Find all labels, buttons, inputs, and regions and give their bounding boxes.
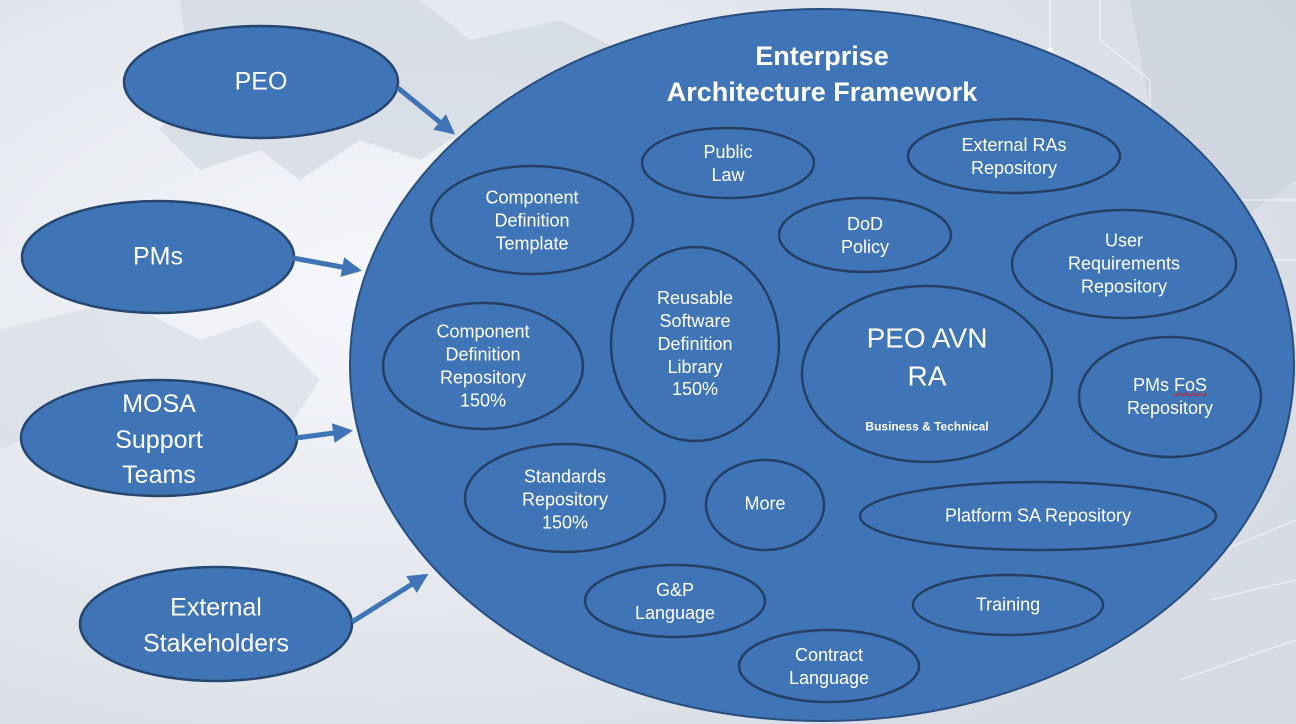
pms-fos-ellipse xyxy=(1077,335,1263,459)
training-ellipse xyxy=(911,573,1105,637)
arrow-peo xyxy=(396,86,456,135)
stakeholders-ellipse xyxy=(78,565,354,683)
component-template-ellipse xyxy=(429,164,635,276)
pms-fos-label: PMs FoS Repository xyxy=(1127,374,1213,420)
arrow-stakeholders xyxy=(350,573,429,625)
gp-language-ellipse xyxy=(583,563,767,639)
external-stakeholders-node: External Stakeholders xyxy=(143,593,289,658)
arrow-pms xyxy=(292,255,362,277)
external-ras-ellipse xyxy=(906,117,1122,195)
framework-ellipse xyxy=(349,8,1295,722)
peo-avn-ra-subtitle: Business & Technical xyxy=(865,419,989,434)
contract-language-label: Contract Language xyxy=(788,645,870,688)
platform-sa-ellipse xyxy=(858,480,1218,552)
component-repository-label: Component Definition Repository 150% xyxy=(436,321,530,410)
peo-avn-ra-label: PEO AVN RA Business & Technical xyxy=(865,296,988,457)
peo-ellipse xyxy=(122,24,400,140)
user-requirements-ellipse xyxy=(1010,208,1238,320)
map-landmass xyxy=(1130,0,1296,220)
pms-fos-word: FoS xyxy=(1173,375,1208,396)
arrow-mosa xyxy=(295,423,353,444)
reusable-software-label: Reusable Software Definition Library 150… xyxy=(656,287,734,400)
gp-language-label: G&P Language xyxy=(634,580,716,623)
training-label: Training xyxy=(975,594,1041,615)
public-law-ellipse xyxy=(640,126,816,200)
peo-avn-ra-ellipse xyxy=(800,284,1054,464)
more-ellipse xyxy=(704,458,826,552)
user-requirements-label: User Requirements Repository xyxy=(1067,230,1181,297)
component-template-label: Component Definition Template xyxy=(485,187,579,254)
public-law-label: Public Law xyxy=(703,142,753,185)
component-repository-ellipse xyxy=(381,301,585,431)
standards-label: Standards Repository 150% xyxy=(521,466,609,533)
dod-policy-label: DoD Policy xyxy=(840,214,890,257)
pms-fos-suffix: Repository xyxy=(1126,398,1214,418)
external-ras-label: External RAs Repository xyxy=(961,135,1067,178)
peo-avn-ra-title: PEO AVN RA xyxy=(866,322,988,391)
mosa-support-teams-node: MOSA Support Teams xyxy=(115,389,203,489)
standards-ellipse xyxy=(463,442,667,554)
platform-sa-label: Platform SA Repository xyxy=(944,505,1132,526)
peo-node: PEO xyxy=(234,67,288,96)
pms-fos-prefix: PMs xyxy=(1132,375,1174,396)
pms-node: PMs xyxy=(133,242,183,271)
more-label: More xyxy=(744,493,786,514)
dod-policy-ellipse xyxy=(777,196,953,274)
framework-title: Enterprise Architecture Framework xyxy=(666,41,978,107)
contract-language-ellipse xyxy=(737,628,921,704)
reusable-software-ellipse xyxy=(609,245,781,443)
